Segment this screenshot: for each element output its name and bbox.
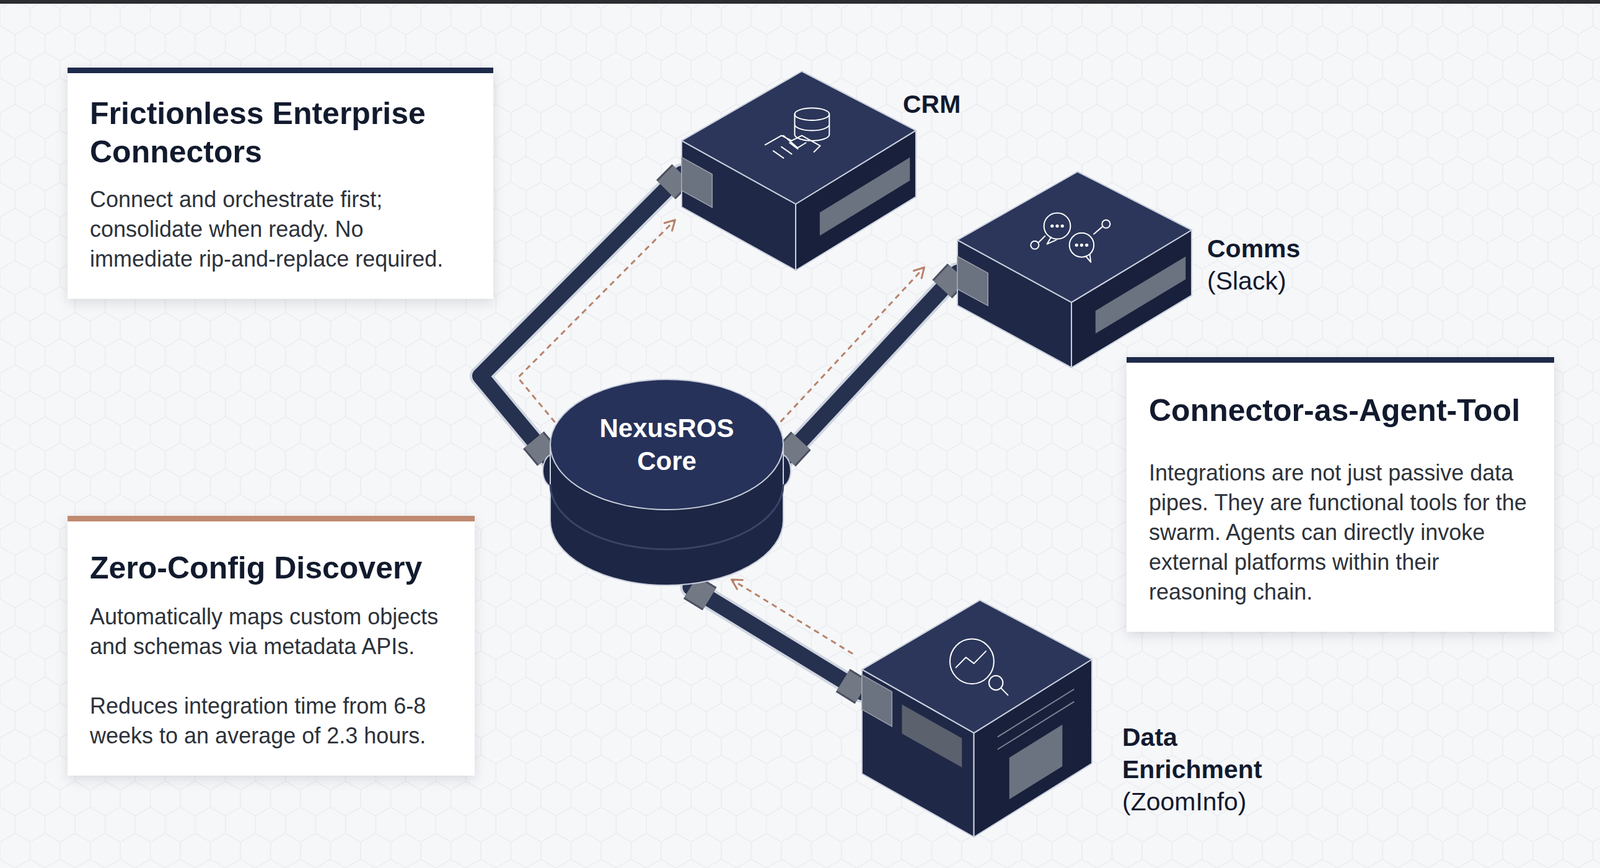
cube-icon xyxy=(765,107,830,159)
cube-label: (Slack) xyxy=(1207,264,1369,297)
flow-arrow xyxy=(731,579,854,654)
card-body: Connect and orchestrate first; consolida… xyxy=(89,184,471,274)
magnifier-icon xyxy=(1000,687,1008,696)
cube-plug xyxy=(957,256,988,307)
cable-core xyxy=(785,272,958,458)
core-label: NexusROS Core xyxy=(586,411,748,478)
cube-strip xyxy=(1095,256,1186,334)
card-body: Automatically maps custom objects and sc… xyxy=(89,601,453,662)
card-heading: Frictionless Enterprise Connectors xyxy=(89,94,471,172)
cube-label: Data Enrichment xyxy=(1122,720,1290,786)
top-bar xyxy=(0,0,1600,4)
cube-strip xyxy=(819,157,910,236)
integration-cube: CRM xyxy=(681,71,916,271)
cylinder-top xyxy=(550,379,784,510)
cable-sleeve xyxy=(666,173,682,190)
cube-icon xyxy=(949,638,1009,696)
cable-sleeve xyxy=(690,586,710,599)
analytics-icon xyxy=(949,638,994,684)
cube-plug xyxy=(861,674,892,726)
chat-dot xyxy=(1060,224,1064,228)
cube-label: Comms xyxy=(1207,232,1369,265)
chat-dot xyxy=(1080,243,1084,247)
integration-cube: Data Enrichment(ZoomInfo) xyxy=(861,599,1092,837)
cable-sleeve xyxy=(666,173,682,190)
feature-card: Zero-Config DiscoveryAutomatically maps … xyxy=(67,515,475,776)
cable-sleeve xyxy=(690,586,710,599)
cube-label-group: Data Enrichment(ZoomInfo) xyxy=(1122,720,1290,818)
cable-sleeve xyxy=(785,440,802,457)
integration-cube: Comms(Slack) xyxy=(957,171,1192,368)
cube-icon xyxy=(1030,212,1110,262)
cube-plug xyxy=(681,157,713,208)
chat-icon xyxy=(1044,212,1071,239)
chat-dot xyxy=(1050,224,1054,228)
cable-sleeve xyxy=(942,272,959,289)
arrow-head xyxy=(731,579,743,590)
card-body: Integrations are not just passive data p… xyxy=(1148,457,1532,607)
cable-sleeve xyxy=(533,439,548,458)
cable-outline xyxy=(690,586,862,692)
cube-label: (ZoomInfo) xyxy=(1122,785,1290,818)
network-icon xyxy=(1038,226,1102,242)
analytics-icon xyxy=(956,650,986,667)
arrow-head xyxy=(914,267,925,278)
connector-cable xyxy=(690,579,862,693)
connector-cable xyxy=(773,267,958,457)
chat-icon xyxy=(1069,232,1094,258)
card-heading: Zero-Config Discovery xyxy=(89,548,453,587)
cube-label-group: CRM xyxy=(902,87,1040,121)
arrow-head xyxy=(664,219,675,231)
handshake-icon xyxy=(765,135,821,159)
core-cylinder: NexusROS Core xyxy=(547,377,786,587)
cable-core xyxy=(690,586,862,692)
chat-icon xyxy=(1047,236,1092,263)
network-icon xyxy=(1101,219,1110,229)
cable-sleeve xyxy=(942,272,959,289)
chat-dot xyxy=(1055,224,1059,228)
cube-label-group: Comms(Slack) xyxy=(1207,232,1369,297)
cable-sleeve xyxy=(533,439,548,458)
card-body: Reduces integration time from 6-8 weeks … xyxy=(89,690,453,751)
cylinder-shape xyxy=(547,377,786,587)
document-lines xyxy=(997,689,1075,750)
cable-sleeve xyxy=(785,440,802,457)
chat-dot xyxy=(1075,243,1079,247)
cable-sleeve xyxy=(842,680,862,693)
core-label-group: NexusROS Core xyxy=(586,411,748,478)
chat-dot xyxy=(1085,243,1089,247)
cube-strip xyxy=(902,703,963,767)
cube-shape xyxy=(681,71,916,271)
database-icon xyxy=(794,107,830,121)
card-heading: Connector-as-Agent-Tool xyxy=(1148,391,1532,430)
feature-card: Connector-as-Agent-ToolIntegrations are … xyxy=(1126,356,1555,632)
cube-shape xyxy=(861,599,1092,837)
cube-top-face xyxy=(861,599,1092,733)
cable-sleeve xyxy=(842,680,862,693)
cube-label: CRM xyxy=(902,87,1040,121)
cable-outline xyxy=(785,272,958,458)
cube-shape xyxy=(957,171,1192,368)
document-panel xyxy=(1009,724,1063,800)
network-icon xyxy=(1030,241,1039,250)
flow-arrow xyxy=(773,267,925,429)
feature-card: Frictionless Enterprise ConnectorsConnec… xyxy=(67,67,494,299)
